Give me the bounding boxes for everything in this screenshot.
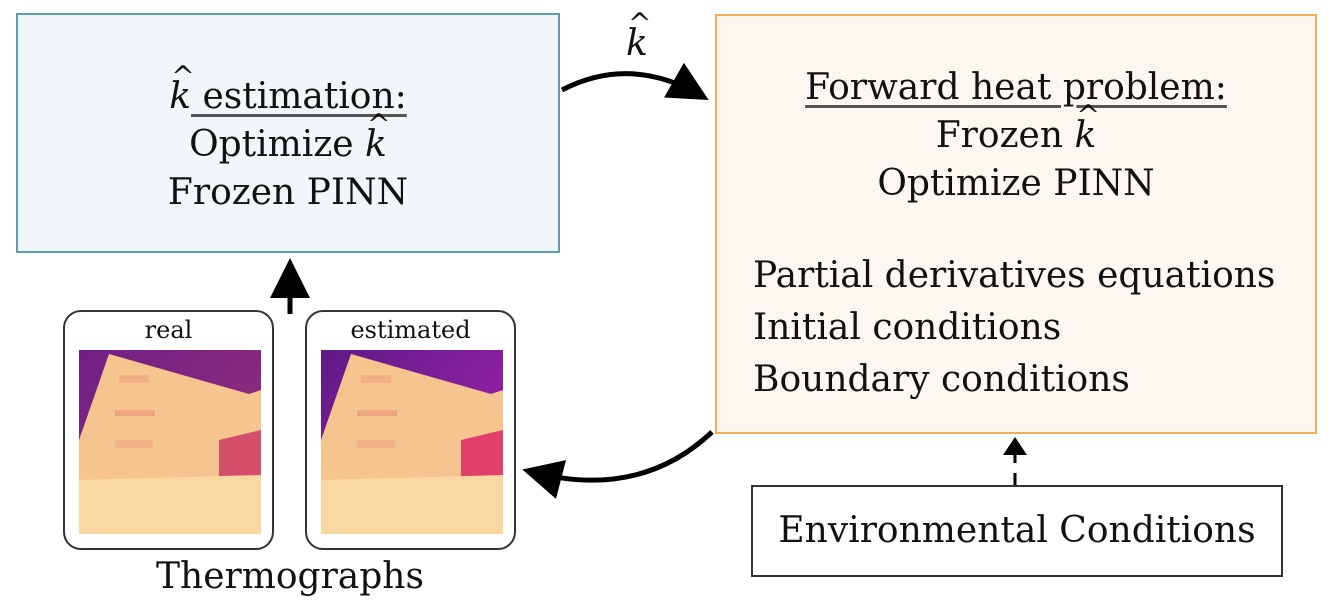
frozen-k-line: Frozen k — [717, 92, 1315, 160]
environmental-conditions-box: Environmental Conditions — [751, 485, 1283, 577]
thermographs-caption: Thermographs — [156, 556, 424, 597]
optimize-k-line: Optimize k — [18, 101, 558, 169]
k-estimation-box: k estimation: Optimize k Frozen PINN — [16, 13, 560, 253]
k-hat-symbol: k — [169, 53, 194, 121]
arrow-estimation-to-forward — [560, 62, 709, 100]
frozen-pinn-line: Frozen PINN — [167, 172, 409, 213]
thermograph-real-card: real — [63, 310, 274, 550]
thermograph-estimated-label: estimated — [350, 316, 471, 344]
thermograph-real-image — [79, 350, 261, 534]
constraint-boundary: Boundary conditions — [753, 359, 1130, 400]
constraint-initial: Initial conditions — [753, 307, 1062, 348]
forward-heat-title: Forward heat problem: — [805, 67, 1227, 108]
environmental-conditions-label: Environmental Conditions — [778, 510, 1256, 551]
thermograph-real-label: real — [144, 316, 193, 344]
constraint-pde: Partial derivatives equations — [753, 255, 1276, 296]
k-hat-symbol: k — [1074, 92, 1099, 160]
k-estimation-title: k estimation: — [18, 53, 558, 121]
thermograph-estimated-card: estimated — [305, 310, 516, 550]
edge-label-k-hat: k — [626, 0, 651, 68]
k-hat-symbol: k — [365, 101, 390, 169]
forward-heat-problem-box: Forward heat problem: Frozen k Optimize … — [715, 14, 1317, 434]
arrow-forward-to-thermographs — [522, 430, 714, 499]
thermograph-estimated-image — [321, 350, 503, 534]
optimize-pinn-line: Optimize PINN — [877, 163, 1155, 204]
